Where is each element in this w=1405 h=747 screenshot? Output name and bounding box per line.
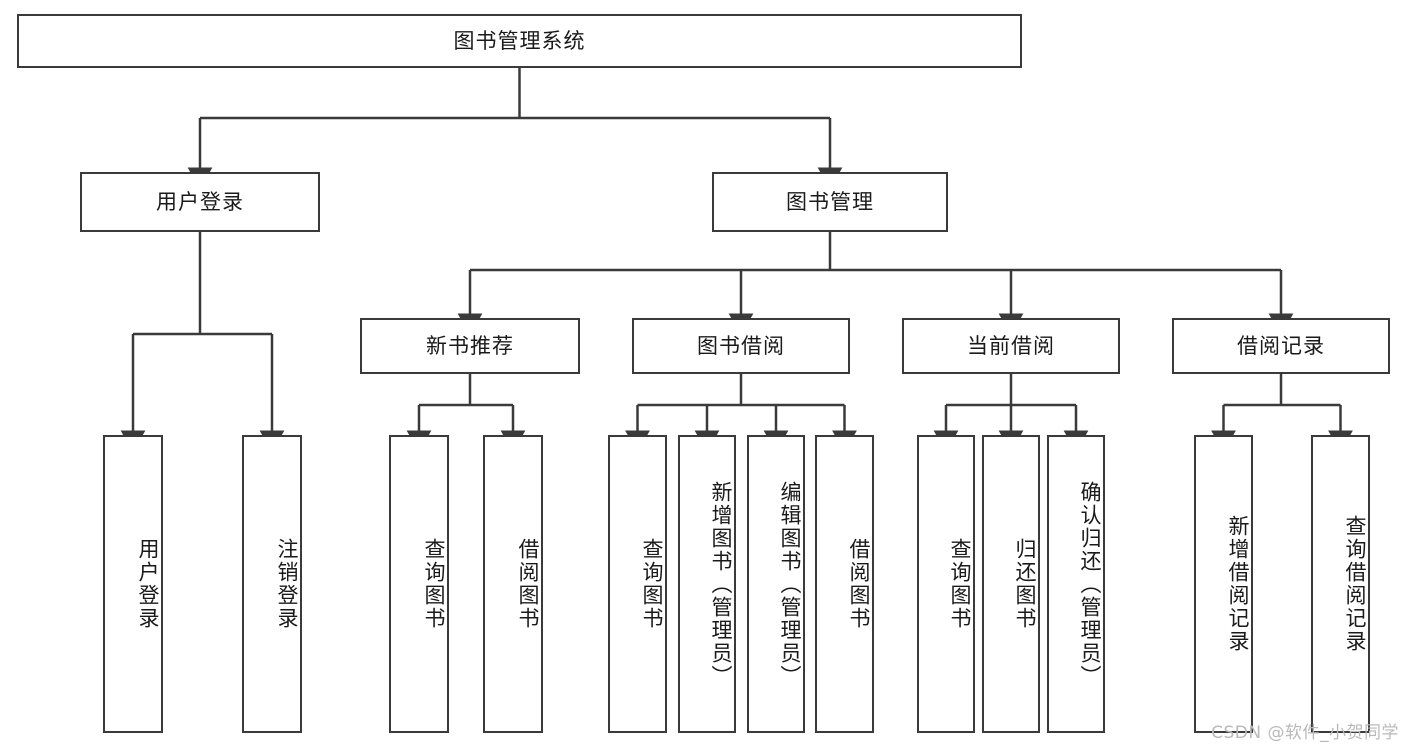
node-book-management[interactable]: 图书管理 <box>712 172 948 232</box>
node-leaf-query-book-recommend[interactable]: 查询图书 <box>389 435 449 733</box>
node-label: 注销登录 <box>275 538 299 630</box>
node-leaf-edit-book[interactable]: 编辑图书（管理员） <box>747 435 805 733</box>
node-label: 查询图书 <box>948 538 972 630</box>
node-leaf-borrow-book[interactable]: 借阅图书 <box>815 435 874 733</box>
node-label: 借阅图书 <box>516 538 540 630</box>
node-label: 查询图书 <box>422 538 446 630</box>
node-leaf-query-borrow-record[interactable]: 查询借阅记录 <box>1311 435 1370 733</box>
node-label: 新书推荐 <box>426 333 514 358</box>
node-label: 用户登录 <box>156 189 244 214</box>
node-label: 图书借阅 <box>697 333 785 358</box>
node-label: 当前借阅 <box>967 333 1055 358</box>
node-label: 借阅记录 <box>1237 333 1325 358</box>
csdn-watermark: CSDN @软件_小贺同学 <box>1211 723 1399 743</box>
node-leaf-logout[interactable]: 注销登录 <box>242 435 302 733</box>
node-user-login[interactable]: 用户登录 <box>80 172 320 232</box>
node-leaf-add-book[interactable]: 新增图书（管理员） <box>678 435 736 733</box>
node-book-borrow[interactable]: 图书借阅 <box>632 318 850 374</box>
node-label: 查询图书 <box>640 538 664 630</box>
node-new-book-recommend[interactable]: 新书推荐 <box>360 318 580 374</box>
node-label: 图书管理系统 <box>453 28 586 53</box>
node-label: 图书管理 <box>786 189 874 214</box>
node-label: 确认归还（管理员） <box>1078 480 1102 688</box>
node-label: 用户登录 <box>136 538 160 630</box>
node-leaf-return-book[interactable]: 归还图书 <box>982 435 1040 733</box>
node-leaf-borrow-book-recommend[interactable]: 借阅图书 <box>483 435 543 733</box>
node-leaf-query-book-current[interactable]: 查询图书 <box>917 435 975 733</box>
node-leaf-query-book-borrow[interactable]: 查询图书 <box>608 435 667 733</box>
node-label: 新增图书（管理员） <box>709 480 733 688</box>
node-label: 借阅图书 <box>847 538 871 630</box>
node-label: 查询借阅记录 <box>1343 515 1367 653</box>
node-leaf-user-login[interactable]: 用户登录 <box>103 435 163 733</box>
node-borrow-record[interactable]: 借阅记录 <box>1172 318 1390 374</box>
node-label: 编辑图书（管理员） <box>778 480 802 688</box>
node-root[interactable]: 图书管理系统 <box>17 14 1022 68</box>
node-label: 归还图书 <box>1013 538 1037 630</box>
node-leaf-add-borrow-record[interactable]: 新增借阅记录 <box>1194 435 1253 733</box>
node-current-borrow[interactable]: 当前借阅 <box>902 318 1120 374</box>
node-leaf-confirm-return[interactable]: 确认归还（管理员） <box>1047 435 1105 733</box>
node-label: 新增借阅记录 <box>1226 515 1250 653</box>
